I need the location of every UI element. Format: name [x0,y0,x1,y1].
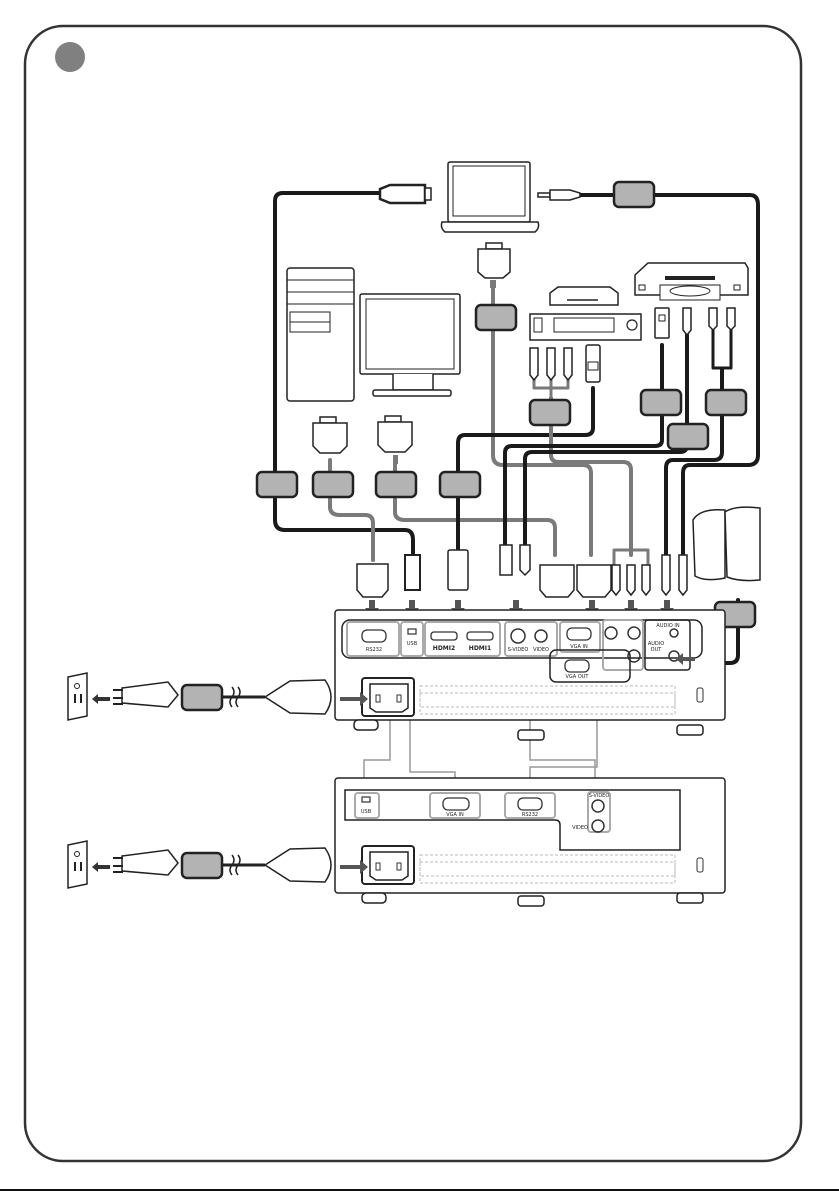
badge-component [528,398,572,427]
port-label-hdmi1: HDMI1 [469,645,491,652]
port-label-vga-out: VGA OUT [566,674,590,680]
power-arrow-1 [340,692,368,706]
vcr-icon [529,313,642,341]
audio-split-dvd [711,328,733,370]
port-label-rs232: RS232 [366,647,382,653]
badge-power-2 [180,851,224,880]
badge-vga-pc [311,470,355,499]
badge-svideo [639,388,683,417]
vga-connector-laptop-icon [477,242,511,288]
badge-usb [255,470,299,499]
badge-audio-laptop [612,180,656,209]
svideo-plug-projector-icon [499,544,513,576]
vga-plug-in-icon [539,564,575,598]
desktop-pc-icon [286,267,355,402]
port-label-vga-in: VGA IN [570,644,588,650]
audio-out-arrow [676,653,695,665]
vga-cable-laptop [491,286,593,557]
dvd-player-icon [634,262,749,301]
svideo-plug-icon [654,307,670,339]
vga-connector-monitor-icon [377,415,413,464]
hdmi-plug-icon [585,344,601,383]
label-badges [180,180,757,880]
vga-connector-pc-icon [312,416,348,454]
port-label-usb: USB [407,641,418,647]
vga-cable-pc [328,458,375,562]
alt-port-label-usb: USB [361,809,372,815]
video-plug-projector-icon [519,544,531,577]
vga-plug-out-icon [576,564,612,598]
usb-cable [273,191,415,557]
hdmi-plug-projector-icon [447,549,469,591]
usb-plug-projector-icon [404,554,421,591]
rs232-plug-icon [356,563,389,598]
port-label-svideo: S-VIDEO [508,647,529,653]
audio-in-plug-icon [661,554,671,597]
badge-audio-dvd [704,388,748,417]
badge-video [666,422,710,451]
alt-port-label-svideo: S-VIDEO [589,793,610,799]
laptop-icon [440,161,540,233]
component-plugs-projector-icon [611,564,651,597]
monitor-icon [359,293,461,397]
projector-plugs [356,544,688,598]
vga-cable-monitor [393,458,557,557]
power-arrow-2 [340,860,368,874]
audio-plug-icon [537,189,581,201]
alt-port-label-video: VIDEO [572,825,588,831]
component-split-bottom [612,543,650,567]
video-plug-icon [682,307,692,337]
step-marker [55,42,85,72]
projector-alt: USB VGA IN RS232 S-VIDEO VIDEO [334,777,726,907]
alt-port-label-rs232: RS232 [522,812,538,818]
alt-port-label-vga-in: VGA IN [446,812,464,818]
badge-vga-monitor [374,470,418,499]
badge-vga-laptop [474,303,518,332]
port-label-hdmi2: HDMI2 [433,645,455,652]
audio-plugs-dvd-icon [708,307,736,332]
port-label-audio-out-2: OUT [651,647,663,653]
component-plugs-icon [529,347,573,382]
badge-power-1 [180,683,224,712]
port-label-audio-out-1: AUDIO [648,641,664,647]
settop-box-icon [549,286,619,306]
component-cable [549,396,633,557]
hdmi-cable [456,386,595,552]
power-cord-2 [67,840,332,889]
audio-out-cable [708,598,740,665]
component-split-top [532,378,570,400]
projector-main: RS232 USB HDMI2 HDMI1 S-VIDEO VIDEO VGA … [334,609,726,741]
usb-plug-icon [378,183,432,205]
port-label-video: VIDEO [533,647,549,653]
audio-laptop-plug-icon [678,554,688,597]
page-frame [23,24,803,1163]
audio-cable-dvd [664,368,724,557]
badge-hdmi [438,470,482,499]
speakers-icon [692,506,761,582]
power-cord-1 [67,672,332,721]
port-label-audio-in: AUDIO IN [656,623,679,629]
audio-cable-laptop [573,193,760,557]
svideo-cable [503,343,664,547]
